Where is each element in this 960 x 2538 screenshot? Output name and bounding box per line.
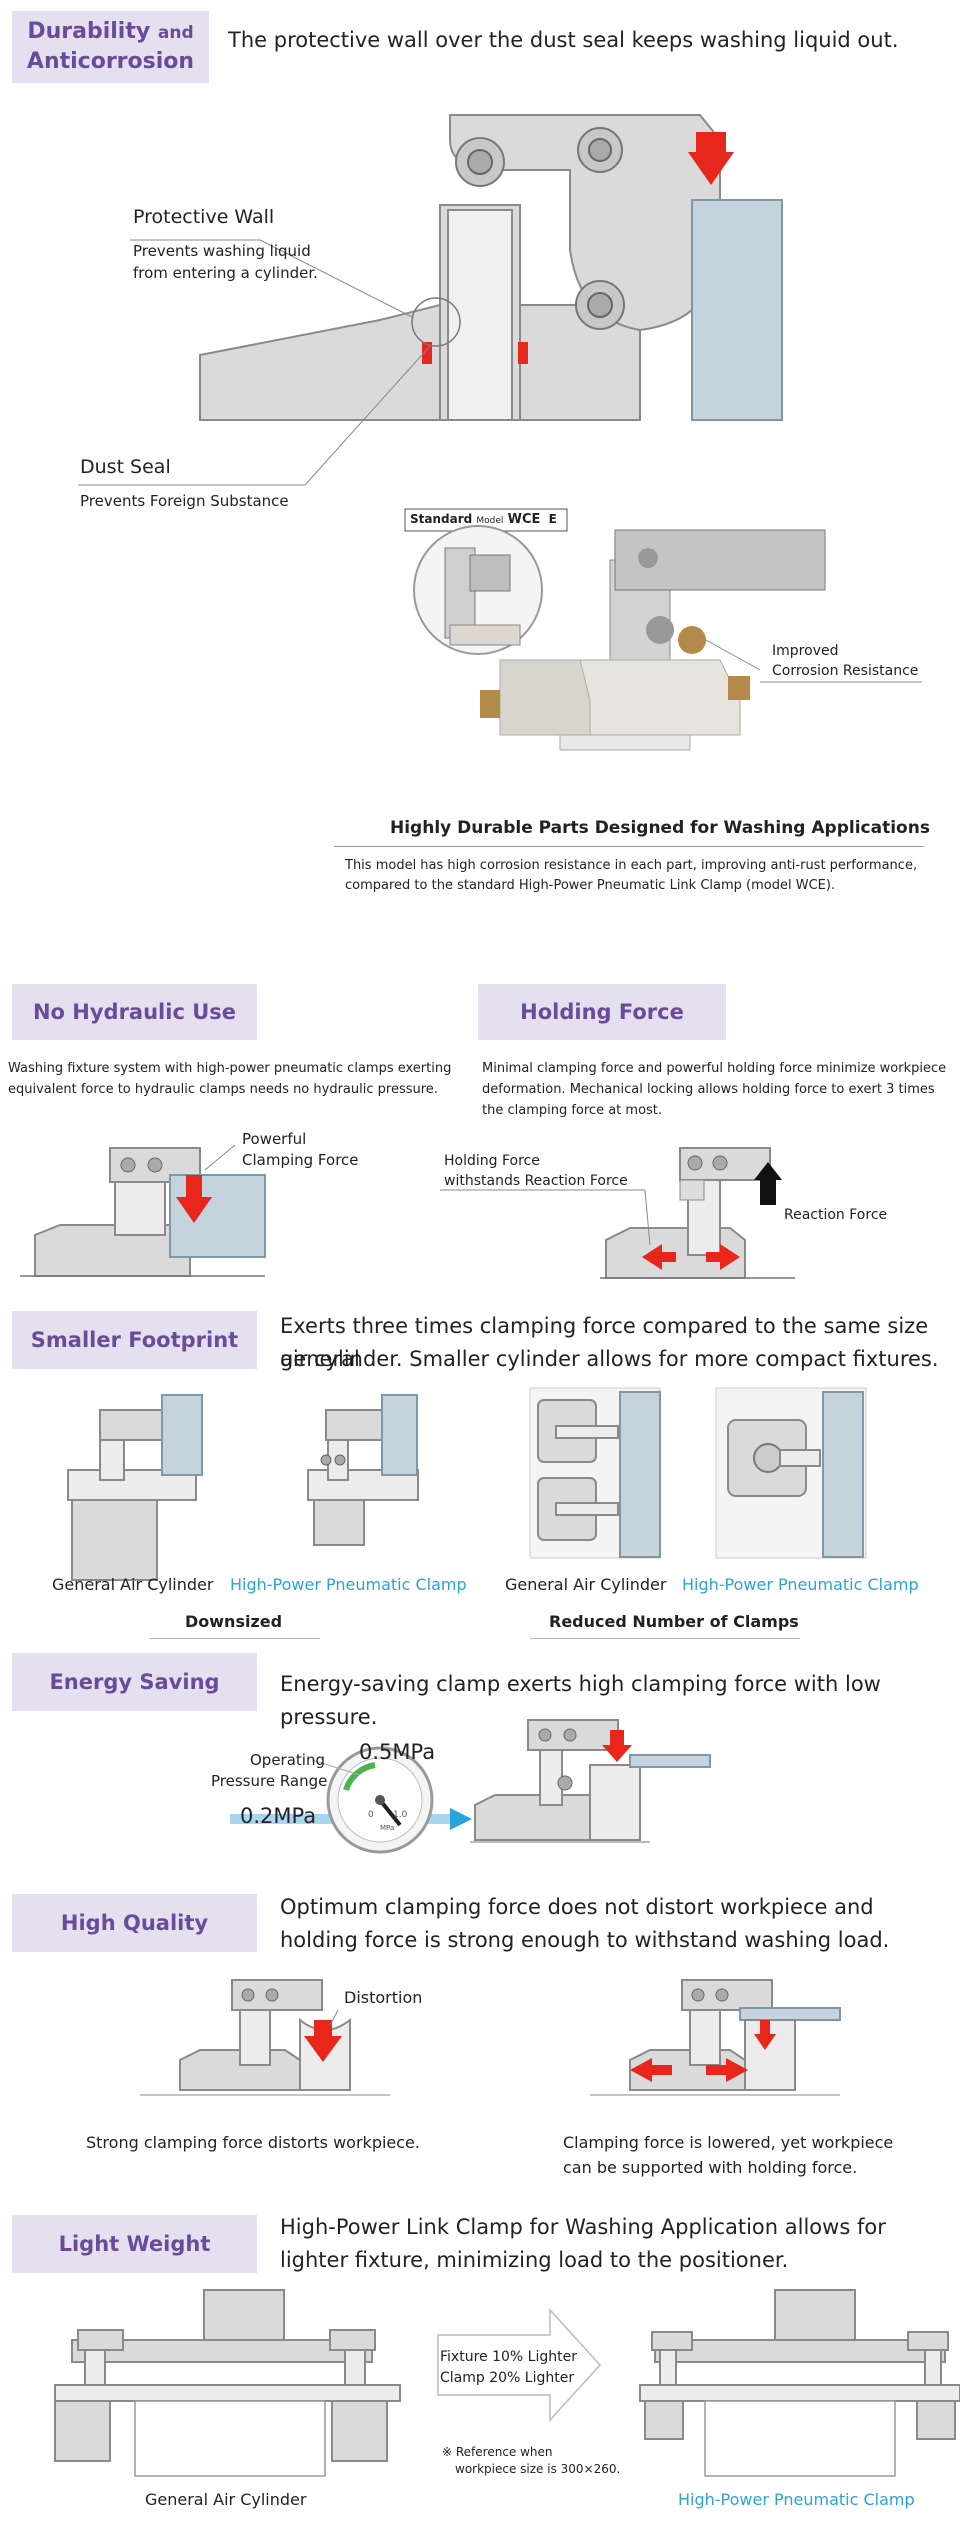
durability-header: Durability and Anticorrosion [12, 11, 209, 83]
gauge-unit: MPa [380, 1824, 395, 1832]
improved-label-2: Corrosion Resistance [772, 663, 919, 679]
reference-note-1: ※ Reference when [442, 2445, 553, 2459]
light-weight-header: Light Weight [12, 2215, 257, 2273]
holding-force-desc-1: Minimal clamping force and powerful hold… [482, 1061, 947, 1076]
protective-wall-title: Protective Wall [133, 206, 275, 228]
lw-cap-right: High-Power Pneumatic Clamp [678, 2490, 915, 2509]
reduced-divider [530, 1638, 800, 1639]
reaction-force-label: Reaction Force [784, 1207, 888, 1223]
lw-cap-left: General Air Cylinder [145, 2490, 307, 2509]
pressure-low: 0.2MPa [240, 1804, 317, 1828]
reference-note-2: workpiece size is 300×260. [455, 2462, 621, 2476]
parts-divider [334, 846, 924, 847]
clamp-lighter: Clamp 20% Lighter [440, 2370, 575, 2386]
model-suffix: E [548, 512, 557, 526]
parts-title: Highly Durable Parts Designed for Washin… [390, 818, 930, 838]
holding-force-illustration [440, 1147, 795, 1279]
sub-downsized: Downsized [185, 1612, 283, 1631]
dust-seal-title: Dust Seal [80, 456, 171, 478]
sub-reduced: Reduced Number of Clamps [549, 1612, 799, 1631]
holding-force-desc-2: deformation. Mechanical locking allows h… [482, 1082, 935, 1097]
no-hydraulic-desc-2: equivalent force to hydraulic clamps nee… [8, 1082, 438, 1097]
holding-force-desc-3: the clamping force at most. [482, 1103, 663, 1118]
operating-label-1: Operating [250, 1751, 325, 1769]
light-weight-lead-1: High-Power Link Clamp for Washing Applic… [280, 2215, 886, 2239]
holding-label-1: Holding Force [444, 1153, 540, 1169]
operating-label-2: Pressure Range [211, 1772, 328, 1790]
holding-force-header: Holding Force [478, 984, 726, 1040]
downsized-divider [150, 1638, 320, 1639]
model-label: Model [476, 516, 504, 526]
gauge-zero: 0 [368, 1810, 374, 1820]
distortion-label: Distortion [344, 1988, 423, 2007]
no-hydraulic-illustration [20, 1144, 266, 1277]
high-quality-lead-1: Optimum clamping force does not distort … [280, 1895, 874, 1919]
high-quality-lead-2: holding force is strong enough to withst… [280, 1928, 890, 1952]
energy-saving-lead: Energy-saving clamp exerts high clamping… [280, 1672, 881, 1729]
durability-lead: The protective wall over the dust seal k… [228, 28, 899, 52]
no-hydraulic-desc-1: Washing fixture system with high-power p… [8, 1061, 452, 1076]
pressure-high: 0.5MPa [359, 1740, 436, 1764]
high-quality-header: High Quality [12, 1894, 257, 1952]
energy-saving-illustration [230, 1719, 711, 1854]
durability-title-sub: Anticorrosion [26, 49, 195, 74]
powerful-label-2: Clamping Force [242, 1151, 359, 1169]
fixture-lighter: Fixture 10% Lighter [440, 2349, 577, 2365]
improved-label-1: Improved [772, 643, 839, 659]
high-quality-illustration [140, 1979, 841, 2096]
cylinder-cutaway-illustration [78, 114, 783, 486]
cap-hp-2: High-Power Pneumatic Clamp [682, 1575, 919, 1594]
dust-seal-desc: Prevents Foreign Substance [80, 492, 289, 510]
cap-general-1: General Air Cylinder [52, 1575, 214, 1594]
standard-label: Standard [410, 512, 473, 526]
hq-cap-left: Strong clamping force distorts workpiece… [86, 2133, 420, 2152]
footprint-illustrations [67, 1387, 867, 1581]
smaller-footprint-lead-1: Exerts three times clamping force compar… [280, 1314, 929, 1371]
durability-title-main: Durability [27, 19, 151, 45]
cap-general-2: General Air Cylinder [505, 1575, 667, 1594]
durability-title-and: and [157, 23, 194, 44]
no-hydraulic-header: No Hydraulic Use [12, 984, 257, 1040]
smaller-footprint-lead-2: air cylinder. Smaller cylinder allows fo… [280, 1347, 939, 1371]
product-photo [404, 508, 922, 751]
hq-cap-right-1: Clamping force is lowered, yet workpiece [563, 2133, 894, 2152]
standard-model-box: Standard Model WCE E [410, 512, 557, 527]
gauge-one: 1.0 [393, 1810, 408, 1820]
smaller-footprint-header: Smaller Footprint [12, 1311, 257, 1369]
protective-wall-desc-1: Prevents washing liquid [133, 242, 311, 260]
protective-wall-desc-2: from entering a cylinder. [133, 264, 318, 282]
parts-desc-2: compared to the standard High-Power Pneu… [345, 878, 836, 893]
model-name: WCE [507, 512, 541, 527]
holding-label-2: withstands Reaction Force [444, 1173, 628, 1189]
cap-hp-1: High-Power Pneumatic Clamp [230, 1575, 467, 1594]
powerful-label-1: Powerful [242, 1130, 307, 1148]
parts-desc-1: This model has high corrosion resistance… [345, 858, 918, 873]
hq-cap-right-2: can be supported with holding force. [563, 2158, 858, 2177]
energy-saving-header: Energy Saving [12, 1653, 257, 1711]
light-weight-lead-2: lighter fixture, minimizing load to the … [280, 2248, 789, 2272]
